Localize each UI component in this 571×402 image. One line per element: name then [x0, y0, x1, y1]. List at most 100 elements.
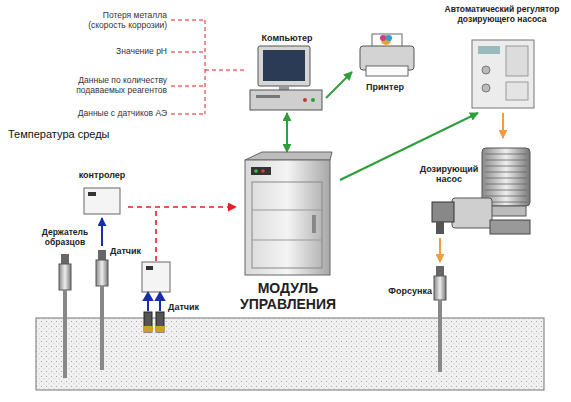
- printer-icon-part: [380, 35, 386, 41]
- printer-icon-part: [386, 35, 392, 41]
- data-leader-part: [171, 114, 205, 115]
- connector-arrow: [439, 238, 441, 262]
- motor-fin: [485, 178, 527, 179]
- regulator-unit-part: [472, 40, 534, 108]
- server-cabinet-part: [252, 182, 322, 268]
- regulator-unit-part: [506, 46, 528, 76]
- computer-icon-part: [311, 98, 315, 102]
- ae-sensor-part: [144, 312, 152, 332]
- regulator-unit-part: [482, 66, 490, 74]
- sensor-probe-part: [96, 260, 108, 286]
- connector-arrow: [502, 113, 504, 138]
- data-item-label: Значение pH: [72, 46, 167, 56]
- server-cabinet-part: [254, 169, 258, 173]
- dosing-pump-part: [482, 148, 530, 206]
- nozzle-probe-part: [438, 300, 442, 372]
- printer-node: Принтер: [352, 30, 418, 96]
- controller-device-part: [84, 188, 120, 214]
- control-module: МОДУЛЬ УПРАВЛЕНИЯ: [236, 152, 340, 316]
- nozzle-probe-part: [434, 276, 446, 300]
- node-label: Датчик: [168, 302, 210, 312]
- data-leader-part: [171, 86, 205, 87]
- computer-icon-part: [303, 98, 307, 102]
- sensor-probe: [96, 250, 108, 370]
- node-label: Принтер: [352, 82, 418, 92]
- dosing-pump: [432, 148, 530, 234]
- nozzle-probe-part: [436, 266, 444, 276]
- regulator-node: Автоматический регулятор дозирующего нас…: [436, 5, 568, 113]
- data-leader-part: [205, 70, 246, 71]
- printer-icon-part: [366, 66, 408, 76]
- server-cabinet-part: [252, 210, 322, 211]
- sample-holder-part: [59, 264, 71, 290]
- computer-icon-part: [263, 50, 305, 81]
- nozzle-node: Форсунка: [386, 262, 450, 372]
- sample-holder: [59, 254, 71, 378]
- printer-icon-part: [381, 35, 391, 45]
- data-item-label: Данные с датчиков АЭ: [62, 108, 167, 118]
- server-cabinet-part: [251, 167, 271, 175]
- server-cabinet: [245, 152, 332, 275]
- sensor-probe-part: [100, 286, 104, 370]
- data-leader: [171, 20, 246, 114]
- dosing-pump-part: [436, 222, 444, 234]
- motor-fin: [485, 154, 527, 155]
- node-label: Дозирующий насос: [416, 164, 482, 185]
- server-cabinet-part: [261, 169, 265, 173]
- sensor-wire: [144, 293, 164, 311]
- holder-node: Держатель образцов: [36, 228, 94, 378]
- node-label: контролер: [76, 170, 128, 180]
- node-label: Компьютер: [248, 33, 326, 43]
- controller-link-part: [155, 208, 157, 261]
- node-label: Форсунка: [386, 286, 432, 296]
- data-leader-part: [171, 52, 205, 53]
- ae-sensor-part: [143, 326, 153, 332]
- printer-icon: [360, 34, 414, 76]
- regulator-unit: [472, 40, 534, 108]
- sensor-node: Датчик: [138, 300, 210, 334]
- second-controller: [142, 262, 170, 292]
- controller-device-part: [88, 192, 96, 196]
- server-cabinet-part: [312, 215, 316, 233]
- nozzle-probe: [434, 266, 446, 372]
- data-item-label: Данные по количеству подаваемых реагенто…: [67, 75, 167, 95]
- computer-icon-part: [258, 46, 310, 86]
- sensor-probe-part: [98, 250, 106, 260]
- regulator-unit-part: [482, 84, 490, 92]
- sensor-wire-part: [144, 293, 152, 300]
- sample-holder-part: [61, 254, 69, 264]
- second-controller-part: [146, 266, 153, 270]
- motor-fin: [485, 160, 527, 161]
- controller-link: [155, 208, 157, 261]
- motor-fin: [485, 196, 527, 197]
- node-label: Автоматический регулятор дозирующего нас…: [436, 5, 568, 25]
- node-label: Держатель образцов: [36, 228, 94, 248]
- dosing-pump-part: [452, 198, 492, 228]
- ae-sensor-part: [155, 326, 165, 332]
- motor-fin: [485, 166, 527, 167]
- ae-sensor-part: [156, 312, 164, 332]
- computer-icon: [250, 46, 322, 110]
- pump-node: Дозирующий насос: [412, 138, 544, 238]
- data-leader-part: [171, 20, 205, 21]
- computer-icon-part: [279, 86, 289, 90]
- regulator-unit-part: [478, 46, 500, 54]
- second-controller-part: [142, 262, 170, 292]
- server-cabinet-part: [252, 240, 322, 241]
- dosing-pump-part: [432, 202, 454, 222]
- sensor-node: Датчик: [96, 246, 156, 372]
- motor-fin: [485, 172, 527, 173]
- ground-block: [36, 318, 544, 390]
- sensor-wire-part: [156, 293, 164, 300]
- controller-node: контролер: [76, 170, 128, 218]
- dosing-pump-part: [485, 154, 527, 202]
- server-cabinet-part: [245, 160, 330, 275]
- regulator-unit-part: [506, 82, 528, 100]
- motor-fin: [485, 190, 527, 191]
- node-label: МОДУЛЬ УПРАВЛЕНИЯ: [236, 280, 340, 312]
- connector-arrow: [128, 206, 236, 208]
- connector-arrow: [326, 72, 352, 98]
